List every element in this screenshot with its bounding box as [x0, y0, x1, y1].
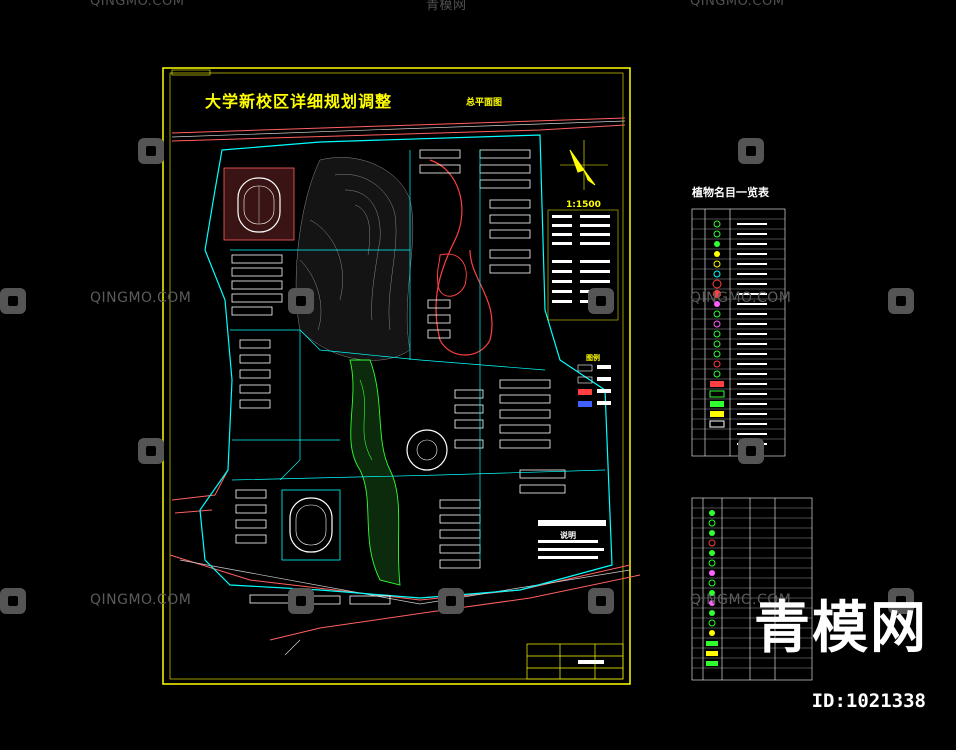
campus-boundary	[199, 134, 613, 599]
drawing-subtitle: 总平面图	[466, 98, 503, 108]
notes-block	[538, 520, 606, 559]
watermark-icon	[738, 138, 764, 164]
buildings	[231, 149, 566, 605]
watermark-icon	[0, 288, 26, 314]
watermark-icon	[888, 288, 914, 314]
watermark-text: QINGMO.COM	[90, 290, 192, 306]
green-corridor	[349, 359, 401, 586]
watermark-icon	[0, 588, 26, 614]
watermark-icon	[288, 588, 314, 614]
plant-symbols	[709, 220, 725, 428]
watermark-icon	[588, 588, 614, 614]
stadium-south	[281, 489, 341, 561]
watermark-icon	[888, 588, 914, 614]
watermark-icon	[738, 438, 764, 464]
watermark-icon	[438, 588, 464, 614]
plant-table-2	[691, 497, 813, 681]
watermark-cn: 青模网	[426, 0, 467, 13]
watermark-text: QINGMO.COM	[690, 0, 785, 9]
watermark-text: QINGMO.COM	[690, 290, 792, 306]
hill-terrain	[295, 157, 414, 361]
watermark-text: QINGMO.COM	[90, 592, 192, 608]
stadium-north	[223, 167, 295, 241]
central-plaza	[406, 429, 448, 471]
watermark-text: QINGMO.COM	[690, 592, 792, 608]
scale-label: 1:1500	[566, 200, 601, 210]
watermark-icon	[588, 288, 614, 314]
watermark-icon	[288, 288, 314, 314]
watermark-icon	[138, 138, 164, 164]
legend-swatches	[577, 364, 611, 407]
image-id: ID:1021338	[811, 690, 926, 712]
plant-table-title: 植物名目一览表	[692, 186, 769, 199]
legend-title: 图例	[586, 354, 600, 362]
title-block	[526, 643, 624, 680]
watermark-icon	[138, 438, 164, 464]
north-arrow	[560, 140, 608, 190]
drawing-title: 大学新校区详细规划调整	[205, 92, 393, 111]
watermark-text: QINGMO.COM	[90, 0, 185, 9]
brand-logo: 青模网	[754, 596, 928, 661]
notes-title: 说明	[560, 531, 576, 540]
drawing-frame	[162, 67, 631, 685]
